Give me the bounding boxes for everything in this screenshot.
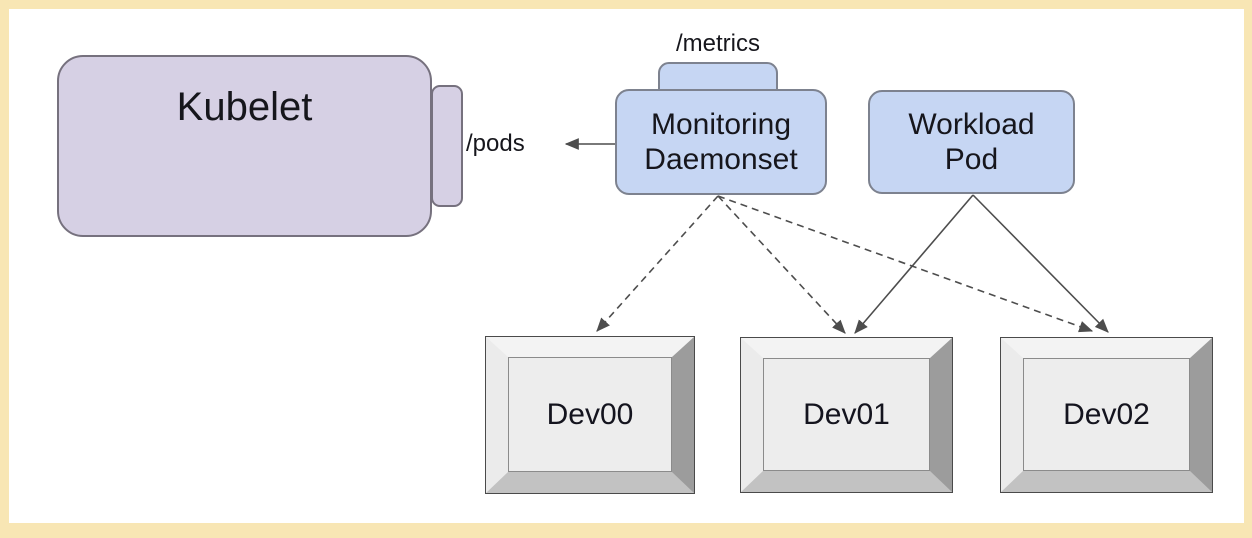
edge-workload-to-dev02 (972, 194, 1109, 333)
device-node-dev02: Dev02 (1000, 337, 1213, 493)
device-bevel (741, 338, 952, 492)
edge-daemonset-to-dev02 (717, 195, 1094, 333)
edge-daemonset-to-dev00 (596, 195, 719, 332)
device-face (508, 357, 672, 472)
device-face (763, 358, 930, 471)
device-bevel (1001, 338, 1212, 492)
kubelet-label: Kubelet (176, 85, 313, 129)
device-node-dev00: Dev00 (485, 336, 695, 494)
device-node-dev01: Dev01 (740, 337, 953, 493)
workload-pod-node: Workload Pod (868, 90, 1075, 194)
monitoring-daemonset-node: Monitoring Daemonset (615, 89, 827, 195)
edge-daemonset-to-dev01 (717, 195, 846, 334)
edge-workload-to-dev01 (854, 194, 974, 334)
device-label: Dev02 (1063, 398, 1150, 431)
monitoring-daemonset-label: Monitoring Daemonset (644, 108, 798, 176)
pods-endpoint-label: /pods (466, 130, 525, 157)
device-label: Dev01 (803, 398, 890, 431)
device-bevel (486, 337, 694, 493)
metrics-endpoint-label: /metrics (676, 30, 760, 57)
workload-pod-label: Workload Pod (908, 108, 1035, 176)
device-face (1023, 358, 1190, 471)
kubelet-node: Kubelet (57, 55, 432, 237)
kubelet-side-tab (431, 85, 463, 207)
device-label: Dev00 (546, 398, 634, 431)
